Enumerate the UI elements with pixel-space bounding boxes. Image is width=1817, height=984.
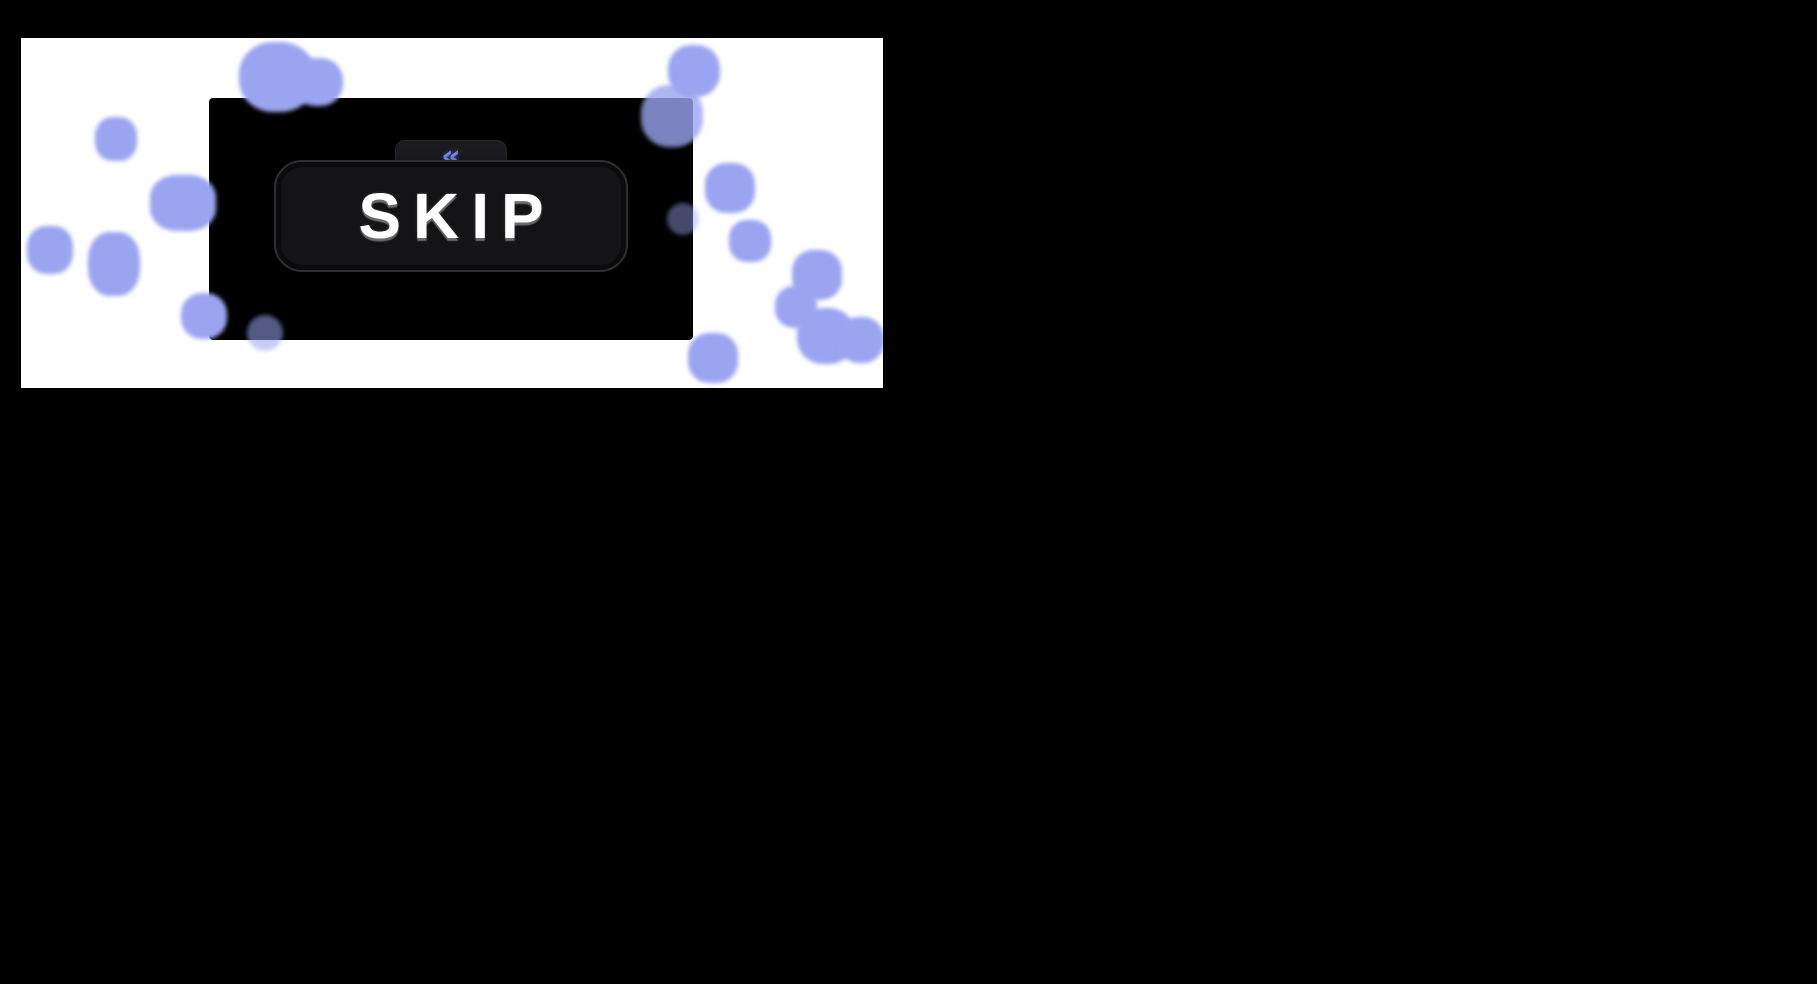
touch-blob [95,117,137,161]
touch-blob [688,333,738,383]
touch-blob [792,250,842,300]
touch-blob [838,317,883,363]
touch-blob [150,175,216,231]
touch-blob [27,226,73,274]
game-viewport: « SKIP [21,38,883,388]
touch-blob [797,308,855,364]
touch-blob [668,45,720,97]
skip-button-label: SKIP [358,180,556,252]
skip-button[interactable]: SKIP [274,160,628,272]
touch-blob [705,163,755,213]
touch-blob [729,220,771,262]
touch-blob [775,286,817,328]
touch-blob [88,232,140,296]
skip-overlay: « SKIP [209,98,693,340]
